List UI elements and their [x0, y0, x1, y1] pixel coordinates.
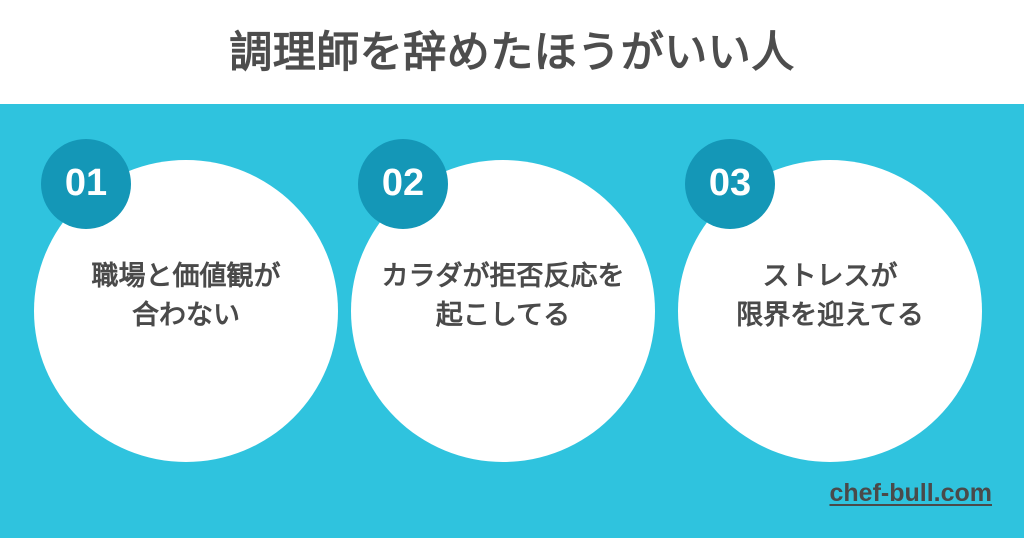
card-number-badge-3: 03 [685, 139, 775, 229]
card-text-3: ストレスが 限界を迎えてる [728, 257, 932, 335]
body-band: 職場と価値観が 合わない 01 カラダが拒否反応を 起こしてる 02 [0, 104, 1024, 538]
card-number-badge-1: 01 [41, 139, 131, 229]
card-text-line-1: ストレスが [762, 260, 898, 291]
card-item-3: ストレスが 限界を迎えてる 03 [678, 139, 982, 462]
card-text-2: カラダが拒否反応を 起こしてる [374, 257, 633, 335]
card-text-line-1: 職場と価値観が [91, 260, 281, 291]
page-title: 調理師を辞めたほうがいい人 [229, 28, 795, 77]
card-number-badge-2: 02 [358, 139, 448, 229]
card-text-line-1: カラダが拒否反応を [381, 260, 625, 291]
header-band: 調理師を辞めたほうがいい人 [0, 0, 1024, 104]
card-number-1: 01 [64, 162, 108, 204]
card-text-1: 職場と価値観が 合わない [84, 257, 289, 335]
card-number-3: 03 [708, 162, 752, 204]
card-number-2: 02 [381, 162, 425, 204]
cards-container: 職場と価値観が 合わない 01 カラダが拒否反応を 起こしてる 02 [0, 104, 1024, 538]
card-text-line-2: 限界を迎えてる [736, 300, 924, 330]
card-item-2: カラダが拒否反応を 起こしてる 02 [351, 139, 655, 462]
card-text-line-2: 合わない [132, 300, 240, 330]
card-text-line-2: 起こしてる [435, 300, 571, 330]
card-item-1: 職場と価値観が 合わない 01 [34, 139, 338, 462]
site-url-link[interactable]: chef-bull.com [829, 479, 992, 507]
